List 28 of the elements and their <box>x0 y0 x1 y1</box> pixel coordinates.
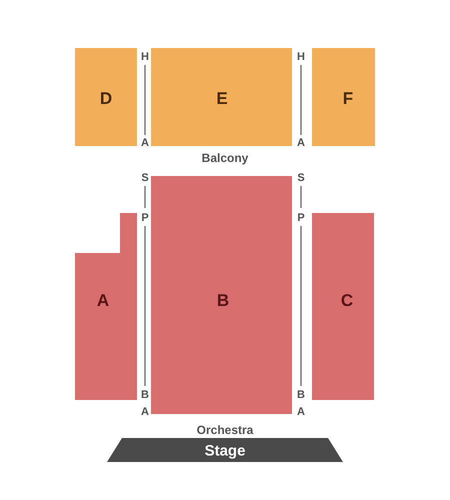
section-label: E <box>216 89 228 109</box>
section-label: F <box>342 89 354 109</box>
balcony-section <box>312 48 375 146</box>
balcony-section <box>151 48 292 146</box>
row-letter: A <box>141 137 149 149</box>
row-letter: H <box>141 51 149 63</box>
section-label: C <box>340 291 354 311</box>
stage <box>107 438 343 462</box>
orchestra-section <box>312 213 374 400</box>
section-label: B <box>216 291 230 311</box>
balcony-section <box>75 48 137 146</box>
row-letter: P <box>141 212 149 224</box>
row-letter: H <box>297 51 305 63</box>
row-letter: A <box>297 406 305 418</box>
row-letter: A <box>141 406 149 418</box>
row-letter: P <box>297 212 305 224</box>
section-label: A <box>96 291 110 311</box>
row-letter: S <box>297 172 305 184</box>
row-letter: B <box>297 389 305 401</box>
row-letter: A <box>297 137 305 149</box>
orchestra-section <box>75 213 137 400</box>
level-label: Orchestra <box>196 423 254 437</box>
row-letter: B <box>141 389 149 401</box>
section-label: D <box>100 89 112 109</box>
orchestra-section <box>151 176 292 414</box>
row-letter: S <box>141 172 149 184</box>
stage-label: Stage <box>204 442 246 460</box>
level-label: Balcony <box>202 151 248 165</box>
